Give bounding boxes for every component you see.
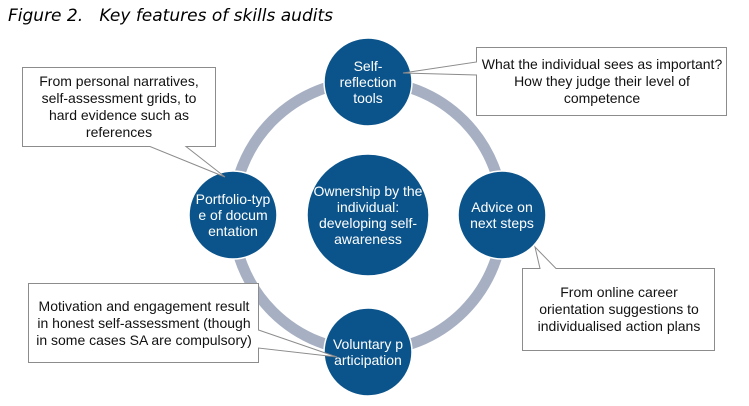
- callout-bottom-right-shape: [522, 245, 715, 351]
- callout-bottom-left-shape: [28, 283, 338, 363]
- callout-bottom-left: Motivation and engagement result in hone…: [36, 297, 252, 348]
- center-node: [306, 153, 430, 277]
- node-bottom-label: Voluntary participation: [332, 336, 404, 368]
- callout-top-right: What the individual sees as important? H…: [481, 55, 723, 106]
- node-right-label: Advice on next steps: [470, 199, 534, 231]
- center-label: Ownership by the individual: developing …: [313, 183, 423, 247]
- callout-top-left: From personal narratives, self-assessmen…: [39, 73, 199, 140]
- callout-bottom-right: From online career orientation suggestio…: [537, 283, 701, 334]
- callout-top-right-shape: [402, 47, 727, 116]
- node-top: [323, 37, 413, 127]
- node-left: [188, 170, 278, 260]
- node-right: [457, 170, 547, 260]
- callout-top-left-shape: [22, 67, 226, 178]
- node-top-label: Self-reflection tools: [339, 58, 397, 106]
- figure-title: Figure 2. Key features of skills audits: [8, 6, 333, 26]
- node-left-label: Portfolio-type of documentation: [195, 191, 271, 239]
